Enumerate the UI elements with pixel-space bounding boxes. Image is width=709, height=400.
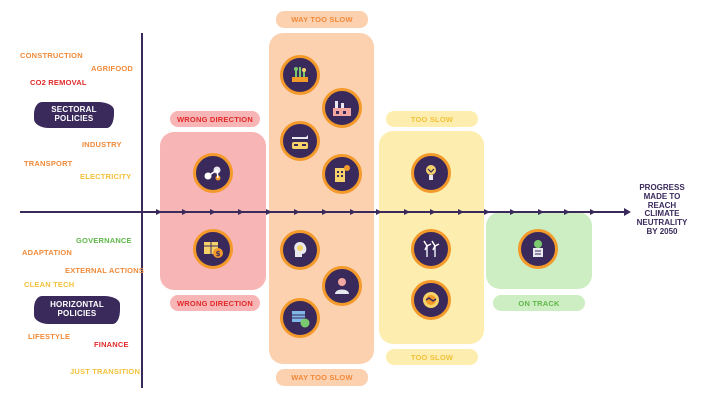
label-finance: FINANCE: [94, 340, 129, 349]
goal-line-4: CLIMATE: [644, 209, 680, 219]
transition-icon: [280, 298, 320, 338]
label-transport: TRANSPORT: [24, 159, 73, 168]
goal-line-3: REACH: [647, 200, 677, 210]
molecule-icon: [193, 153, 233, 193]
label-external-actions: EXTERNAL ACTIONS: [65, 266, 145, 275]
label-governance: GOVERNANCE: [76, 236, 132, 245]
label-co2-removal: CO2 REMOVAL: [30, 78, 87, 87]
label-construction: CONSTRUCTION: [20, 51, 83, 60]
sectoral-title-line1: SECTORAL: [51, 105, 97, 115]
lightbulb-icon: [411, 153, 451, 193]
handshake-gear-icon: [411, 280, 451, 320]
finance-icon: $: [193, 229, 233, 269]
governance-icon: [518, 229, 558, 269]
svg-text:$: $: [216, 250, 221, 258]
horizontal-policies-title: HORIZONTAL POLICIES: [34, 296, 120, 324]
too-slow-pill-bottom: TOO SLOW: [386, 349, 478, 365]
label-just-transition: JUST TRANSITION: [70, 367, 141, 376]
sectoral-policies-title: SECTORAL POLICIES: [34, 102, 114, 128]
goal-line-2: MADE TO: [643, 191, 681, 201]
goal-text: PROGRESS MADE TO REACH CLIMATE NEUTRALIT…: [632, 183, 692, 237]
transport-icon: [280, 121, 320, 161]
person-icon: [322, 266, 362, 306]
horizontal-title-line2: POLICIES: [57, 309, 97, 318]
way-too-slow-pill-bottom: WAY TOO SLOW: [276, 369, 368, 386]
way-too-slow-pill-top: WAY TOO SLOW: [276, 11, 368, 28]
goal-line-1: PROGRESS: [639, 183, 685, 192]
label-clean-tech: CLEAN TECH: [24, 280, 75, 289]
too-slow-pill-top: TOO SLOW: [386, 111, 478, 127]
label-lifestyle: LIFESTYLE: [28, 332, 71, 341]
horizontal-title-line1: HORIZONTAL: [50, 300, 104, 310]
label-industry: INDUSTRY: [82, 140, 122, 149]
building-icon: [322, 154, 362, 194]
factory-icon: [322, 88, 362, 128]
wrong-direction-pill-top: WRONG DIRECTION: [170, 111, 260, 127]
crops-icon: [280, 55, 320, 95]
goal-line-5: NEUTRALITY: [636, 218, 688, 228]
wind-turbine-icon: [411, 229, 451, 269]
label-electricity: ELECTRICITY: [80, 172, 132, 181]
adaptation-icon: [280, 230, 320, 270]
wrong-direction-pill-bottom: WRONG DIRECTION: [170, 295, 260, 311]
on-track-pill: ON TRACK: [493, 295, 585, 311]
goal-line-6: BY 2050: [646, 226, 678, 236]
sectoral-title-line2: POLICIES: [54, 114, 94, 123]
label-agrifood: AGRIFOOD: [91, 64, 134, 73]
label-adaptation: ADAPTATION: [22, 248, 73, 257]
